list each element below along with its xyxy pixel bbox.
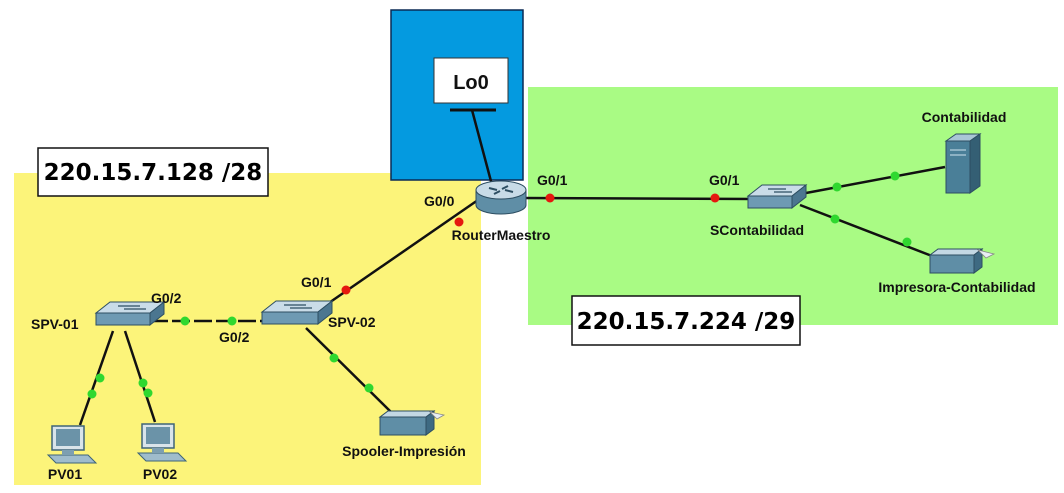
- cables: [78, 109, 946, 426]
- cable-spv02-spooler: [305, 327, 394, 415]
- network-label-a: 220.15.7.128 /28: [37, 147, 269, 197]
- network-label-b: 220.15.7.224 /29: [571, 295, 801, 346]
- link-light-down: [545, 193, 555, 203]
- port-label-spv01-g02: G0/2: [151, 290, 182, 306]
- link-light-up: [832, 182, 842, 192]
- device-label-spv01: SPV-01: [31, 316, 79, 332]
- link-light-up: [143, 388, 153, 398]
- link-light-up: [180, 316, 190, 326]
- pc-pv02-icon[interactable]: [136, 423, 188, 462]
- server-icon[interactable]: [944, 133, 982, 194]
- cable-spv01-pv02: [123, 330, 157, 423]
- network-address-b: 220.15.7.224 /29: [577, 309, 796, 335]
- link-light-up: [329, 353, 339, 363]
- cable-loopback-router: [470, 109, 494, 186]
- device-label-pv01: PV01: [48, 466, 82, 482]
- link-light-up: [138, 378, 148, 388]
- port-label-spv02-g02: G0/2: [219, 329, 250, 345]
- printer-contabilidad-icon[interactable]: [928, 248, 996, 274]
- cable-router-scont: [522, 196, 756, 201]
- switch-spv02-icon[interactable]: [260, 299, 334, 326]
- loopback-interface: Lo0: [433, 57, 509, 112]
- cable-scont-impresora: [799, 203, 933, 258]
- device-label-spv02: SPV-02: [328, 314, 376, 330]
- router-icon[interactable]: [475, 180, 527, 215]
- device-label-scontabilidad: SContabilidad: [710, 222, 804, 238]
- port-label-router-g00: G0/0: [424, 193, 455, 209]
- link-lights: [87, 171, 912, 399]
- device-label-spooler: Spooler-Impresión: [342, 443, 466, 459]
- link-light-up: [95, 373, 105, 383]
- link-light-down: [341, 285, 351, 295]
- switch-spv01-icon[interactable]: [94, 300, 166, 327]
- device-label-router: RouterMaestro: [452, 227, 551, 243]
- pc-pv01-icon[interactable]: [46, 425, 98, 464]
- device-label-contabilidad: Contabilidad: [922, 109, 1007, 125]
- device-label-impresora: Impresora-Contabilidad: [878, 279, 1035, 295]
- device-label-pv02: PV02: [143, 466, 177, 482]
- cable-scont-server: [789, 165, 946, 198]
- network-address-a: 220.15.7.128 /28: [44, 160, 263, 186]
- link-light-up: [902, 237, 912, 247]
- link-light-up: [830, 214, 840, 224]
- loopback-label: Lo0: [453, 72, 489, 94]
- port-label-router-g01: G0/1: [537, 172, 568, 188]
- link-light-down: [454, 217, 464, 227]
- port-label-spv02-g01: G0/1: [301, 274, 332, 290]
- link-light-up: [364, 383, 374, 393]
- switch-scontabilidad-icon[interactable]: [746, 183, 808, 210]
- port-label-scont-g01: G0/1: [709, 172, 740, 188]
- cable-router-spv02: [309, 198, 479, 318]
- printer-spooler-icon[interactable]: [378, 410, 446, 436]
- link-light-up: [87, 389, 97, 399]
- link-light-down: [710, 193, 720, 203]
- link-light-up: [227, 316, 237, 326]
- link-light-up: [890, 171, 900, 181]
